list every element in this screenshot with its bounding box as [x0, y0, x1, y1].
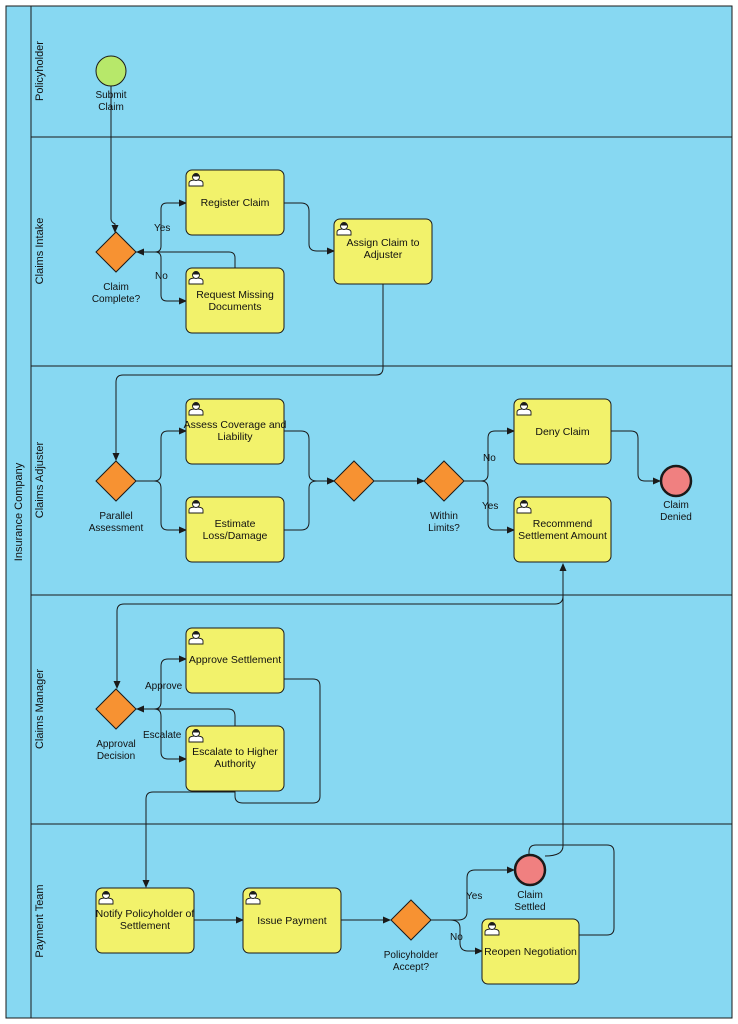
- task-recommend-label-line-0: Recommend: [533, 518, 593, 530]
- user-icon: [188, 500, 204, 514]
- event-settled-label-line-1: Settled: [514, 902, 545, 913]
- task-assign-label-line-0: Assign Claim to: [347, 237, 420, 249]
- flow-label-approval-approve: Approve: [145, 681, 183, 692]
- task-assign-label-line-1: Adjuster: [364, 249, 403, 261]
- task-escalate-label-line-1: Authority: [214, 758, 256, 770]
- gateway-approval-label-line-0: Approval: [96, 739, 135, 750]
- task-register[interactable]: Register Claim: [185, 169, 285, 236]
- flow-label-complete-no: No: [155, 271, 168, 282]
- flow-label-approval-escalate: Escalate: [143, 730, 182, 741]
- event-start-label-line-0: Submit: [95, 90, 126, 101]
- event-start-label-line-1: Claim: [98, 102, 124, 113]
- lane-manager-label: Claims Manager: [34, 669, 46, 749]
- task-request-docs-label-line-0: Request Missing: [196, 289, 274, 301]
- gateway-complete-label-line-0: Claim: [103, 282, 129, 293]
- flow-label-accept-no: No: [450, 932, 463, 943]
- flow-label-limits-no: No: [483, 453, 496, 464]
- task-recommend-label-line-1: Settlement Amount: [518, 530, 607, 542]
- sequence-flows: [110, 86, 661, 955]
- event-denied-label-line-1: Denied: [660, 512, 692, 523]
- task-estimate-label-line-0: Estimate: [215, 518, 256, 530]
- user-icon: [484, 922, 500, 936]
- flow-label-limits-yes: Yes: [482, 501, 498, 512]
- gateway-limits-label-line-0: Within: [430, 511, 458, 522]
- flow-label-complete-yes: Yes: [154, 223, 170, 234]
- gateway-limits-label-line-1: Limits?: [428, 523, 460, 534]
- task-deny[interactable]: Deny Claim: [513, 398, 612, 465]
- task-approve-label-line-0: Approve Settlement: [189, 654, 281, 666]
- user-icon: [188, 173, 204, 187]
- gateway-complete-label-line-1: Complete?: [92, 294, 141, 305]
- pool-label: Insurance Company: [13, 462, 25, 561]
- task-reopen-label-line-0: Reopen Negotiation: [484, 946, 577, 958]
- lane-policyholder-label: Policyholder: [34, 41, 46, 101]
- event-denied-label-line-0: Claim: [663, 500, 689, 511]
- task-register-label-line-0: Register Claim: [201, 197, 270, 209]
- task-escalate-label-line-0: Escalate to Higher: [192, 746, 278, 758]
- user-icon: [188, 631, 204, 645]
- task-issue[interactable]: Issue Payment: [242, 887, 342, 954]
- task-reopen[interactable]: Reopen Negotiation: [481, 918, 580, 985]
- gateway-accept-label-line-1: Accept?: [393, 962, 430, 973]
- lane-intake-label: Claims Intake: [34, 218, 46, 285]
- gateway-parallel-label-line-0: Parallel: [99, 511, 132, 522]
- user-icon: [188, 271, 204, 285]
- task-assess-label-line-1: Liability: [217, 431, 253, 443]
- user-icon: [516, 500, 532, 514]
- gateway-approval-label-line-1: Decision: [97, 751, 135, 762]
- user-icon: [188, 402, 204, 416]
- task-deny-label-line-0: Deny Claim: [535, 426, 590, 438]
- gateway-accept-label-line-0: Policyholder: [384, 950, 439, 961]
- user-icon: [188, 729, 204, 743]
- user-icon: [336, 222, 352, 236]
- user-icon: [98, 891, 114, 905]
- user-icon: [516, 402, 532, 416]
- task-issue-label-line-0: Issue Payment: [257, 915, 327, 927]
- task-assess-label-line-0: Assess Coverage and: [184, 419, 287, 431]
- gateway-join[interactable]: [333, 460, 375, 502]
- task-notify-label-line-1: Settlement: [120, 920, 170, 932]
- flow-label-accept-yes: Yes: [466, 891, 482, 902]
- task-approve[interactable]: Approve Settlement: [185, 627, 285, 694]
- user-icon: [245, 891, 261, 905]
- task-notify-label-line-0: Notify Policyholder of: [96, 908, 195, 920]
- task-estimate-label-line-1: Loss/Damage: [203, 530, 268, 542]
- gateway-parallel-label-line-1: Assessment: [89, 523, 144, 534]
- lane-payment-label: Payment Team: [34, 884, 46, 957]
- lane-adjuster-label: Claims Adjuster: [34, 441, 46, 518]
- event-settled-label-line-0: Claim: [517, 890, 543, 901]
- task-request-docs-label-line-1: Documents: [208, 301, 261, 313]
